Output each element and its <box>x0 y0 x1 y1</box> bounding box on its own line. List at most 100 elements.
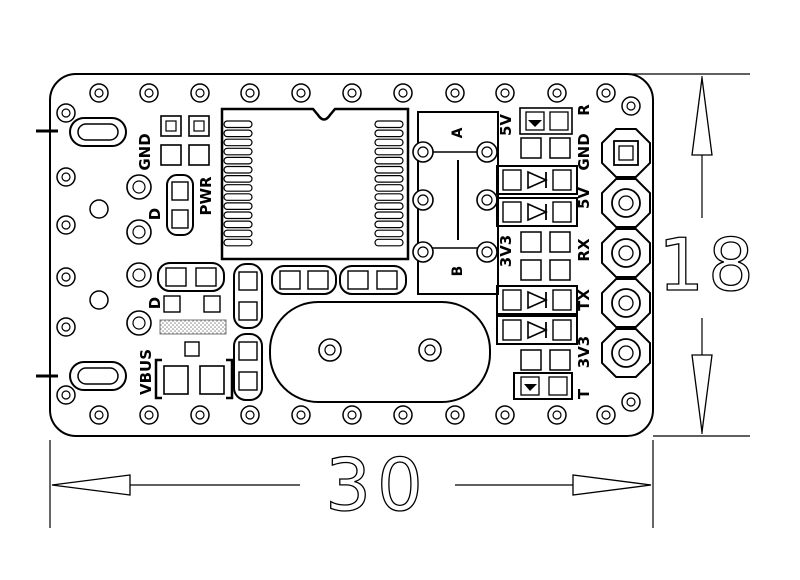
mounting-slot-top <box>69 117 127 147</box>
label-pin-tx: TX <box>575 289 593 311</box>
label-pwr: PWR <box>197 176 215 216</box>
ic-pin <box>223 238 253 247</box>
ic-pin <box>223 138 253 147</box>
resistor-horizontal-mid-1 <box>271 265 337 295</box>
left-via-column <box>56 103 76 405</box>
led-r <box>519 107 573 135</box>
header-pin <box>601 278 651 328</box>
via <box>445 83 465 103</box>
main-ic-chip <box>220 107 410 261</box>
pad-pair <box>520 137 571 159</box>
via <box>56 267 76 287</box>
pad-pair <box>520 259 571 281</box>
dimension-width: 30 <box>49 440 654 528</box>
small-pad <box>163 295 181 313</box>
via <box>445 405 465 425</box>
via <box>621 96 641 116</box>
via <box>342 405 362 425</box>
via <box>56 317 76 337</box>
via <box>240 405 260 425</box>
ic-pin <box>374 193 404 201</box>
via <box>56 103 76 123</box>
via <box>547 83 567 103</box>
ic-pin <box>374 238 404 247</box>
label-d-top: D <box>146 208 164 220</box>
via <box>139 405 159 425</box>
ic-pin <box>223 120 253 129</box>
via <box>342 83 362 103</box>
via <box>495 83 515 103</box>
ic-pin <box>223 147 253 156</box>
led-diode <box>496 165 578 195</box>
resistor-horizontal <box>157 262 225 292</box>
via <box>139 83 159 103</box>
label-pin-3v3: 3V3 <box>575 336 593 368</box>
label-pin-rx: RX <box>575 238 593 262</box>
resistor-vertical-bottom <box>233 333 263 401</box>
top-via-row <box>89 83 641 116</box>
ic-pin <box>374 120 404 129</box>
label-d-bottom: D <box>146 297 164 309</box>
ic-pin <box>374 175 404 183</box>
via <box>291 83 311 103</box>
via <box>495 405 515 425</box>
ic-pin <box>223 202 253 210</box>
header-pin <box>601 328 651 378</box>
via <box>547 405 567 425</box>
via <box>596 83 616 103</box>
ic-pin <box>374 165 404 174</box>
via <box>393 83 413 103</box>
via <box>291 405 311 425</box>
dimension-width-value: 30 <box>325 443 429 527</box>
bottom-via-row <box>89 392 641 425</box>
ic-pin <box>374 156 404 165</box>
via <box>240 83 260 103</box>
ic-pin <box>223 229 253 238</box>
label-t: T <box>575 388 593 399</box>
via <box>89 83 109 103</box>
led-diode <box>496 197 578 227</box>
small-pad <box>184 341 200 357</box>
ic-pin <box>374 211 404 220</box>
label-r: R <box>575 104 593 116</box>
hole <box>89 290 109 310</box>
ic-pin <box>223 165 253 174</box>
header-pin <box>601 178 651 228</box>
header-pin <box>601 228 651 278</box>
via <box>190 405 210 425</box>
ic-pin <box>374 184 404 192</box>
ic-pin <box>374 220 404 229</box>
via <box>190 83 210 103</box>
ic-pin <box>223 220 253 229</box>
mounting-slot-bottom <box>69 361 127 391</box>
ic-pin <box>374 147 404 156</box>
dimension-height-value: 18 <box>658 223 758 307</box>
via <box>56 167 76 187</box>
ic-pin <box>374 229 404 238</box>
ic-pin <box>223 156 253 165</box>
gnd-jumper-pads <box>160 115 210 166</box>
resistor-horizontal-mid-2 <box>339 265 407 295</box>
ic-pin <box>223 175 253 183</box>
label-pin-gnd: GND <box>575 133 593 170</box>
pad-pair <box>520 231 571 253</box>
hole <box>89 199 109 219</box>
ic-pin <box>223 193 253 201</box>
via <box>596 405 616 425</box>
ic-pin <box>374 129 404 138</box>
small-pad <box>203 295 221 313</box>
via <box>56 385 76 405</box>
label-a: A <box>450 127 466 138</box>
label-gnd-top: GND <box>136 133 154 170</box>
ic-pin <box>374 138 404 147</box>
label-vbus: VBUS <box>137 349 155 395</box>
led-diode <box>496 315 578 345</box>
header-pin <box>601 128 651 178</box>
vbus-connector <box>154 358 234 400</box>
via <box>56 215 76 235</box>
via <box>621 392 641 412</box>
via <box>89 405 109 425</box>
pad-pair <box>520 349 571 371</box>
led-t <box>513 372 573 400</box>
